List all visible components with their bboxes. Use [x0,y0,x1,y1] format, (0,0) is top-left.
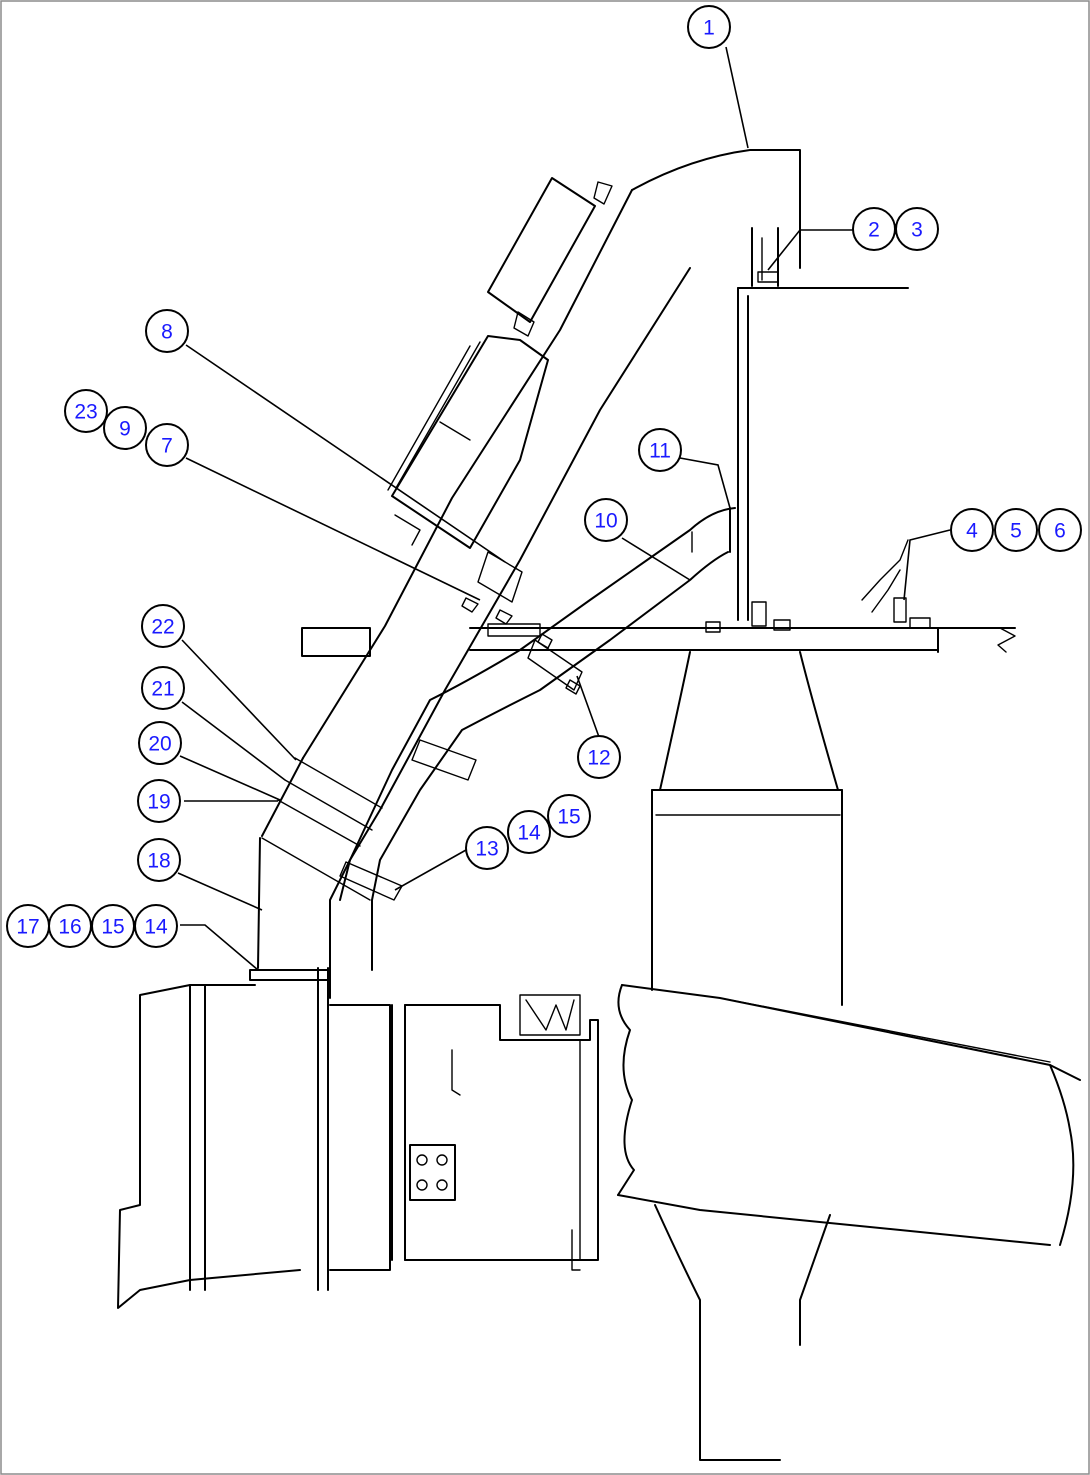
callout-label: 12 [587,747,610,770]
vertical-stack [737,227,909,621]
engine-block [117,967,599,1309]
callout-6: 6 [1038,508,1082,552]
turbo-tower [651,651,843,1006]
callout-label: 14 [144,916,168,939]
callout-label: 10 [594,510,617,533]
callout-label: 17 [16,916,39,939]
callout-21: 21 [141,666,185,710]
secondary-pipe [339,507,736,971]
callout-14-upper: 14 [507,810,551,854]
callout-10: 10 [584,498,628,542]
callout-22: 22 [141,604,185,648]
callout-label: 14 [517,822,541,845]
callout-16: 16 [48,904,92,948]
callout-5: 5 [994,508,1038,552]
callout-12: 12 [577,735,621,779]
callout-label: 9 [119,418,131,441]
callout-18: 18 [137,838,181,882]
leader-lines [177,46,951,971]
callout-13: 13 [465,826,509,870]
callout-label: 23 [74,401,97,424]
callout-15-upper: 15 [547,794,591,838]
callout-label: 6 [1054,520,1066,543]
callout-label: 3 [911,219,923,242]
callout-15-lower: 15 [91,904,135,948]
callout-4: 4 [950,508,994,552]
callout-14-lower: 14 [134,904,178,948]
callout-label: 20 [148,733,171,756]
callout-label: 15 [557,806,580,829]
callout-label: 19 [147,791,170,814]
callout-2: 2 [852,207,896,251]
callout-label: 2 [868,219,880,242]
heat-shield [387,177,613,549]
callout-1: 1 [687,5,731,49]
callout-label: 5 [1010,520,1022,543]
clamp-bands [461,551,523,625]
callout-9: 9 [103,406,147,450]
callout-label: 1 [703,17,715,40]
mounting-deck [301,539,1016,657]
callout-label: 8 [161,321,173,344]
main-exhaust-pipe [257,149,801,999]
callout-8: 8 [145,309,189,353]
callout-11: 11 [638,428,682,472]
callout-bubbles: 1 2 3 8 23 9 7 11 10 4 5 6 22 21 20 12 1… [6,5,1082,948]
air-duct [617,984,1081,1461]
callout-label: 7 [161,435,173,458]
callout-label: 16 [58,916,81,939]
callout-19: 19 [137,779,181,823]
callout-label: 13 [475,838,498,861]
callout-label: 4 [966,520,978,543]
callout-3: 3 [895,207,939,251]
callout-label: 21 [151,678,174,701]
engine-drawing [117,149,1081,1461]
callout-label: 15 [101,916,124,939]
callout-23: 23 [64,389,108,433]
callout-7: 7 [145,423,189,467]
callout-17: 17 [6,904,50,948]
callout-label: 18 [147,850,170,873]
callout-20: 20 [138,721,182,765]
callout-label: 11 [649,440,671,463]
callout-label: 22 [151,616,174,639]
